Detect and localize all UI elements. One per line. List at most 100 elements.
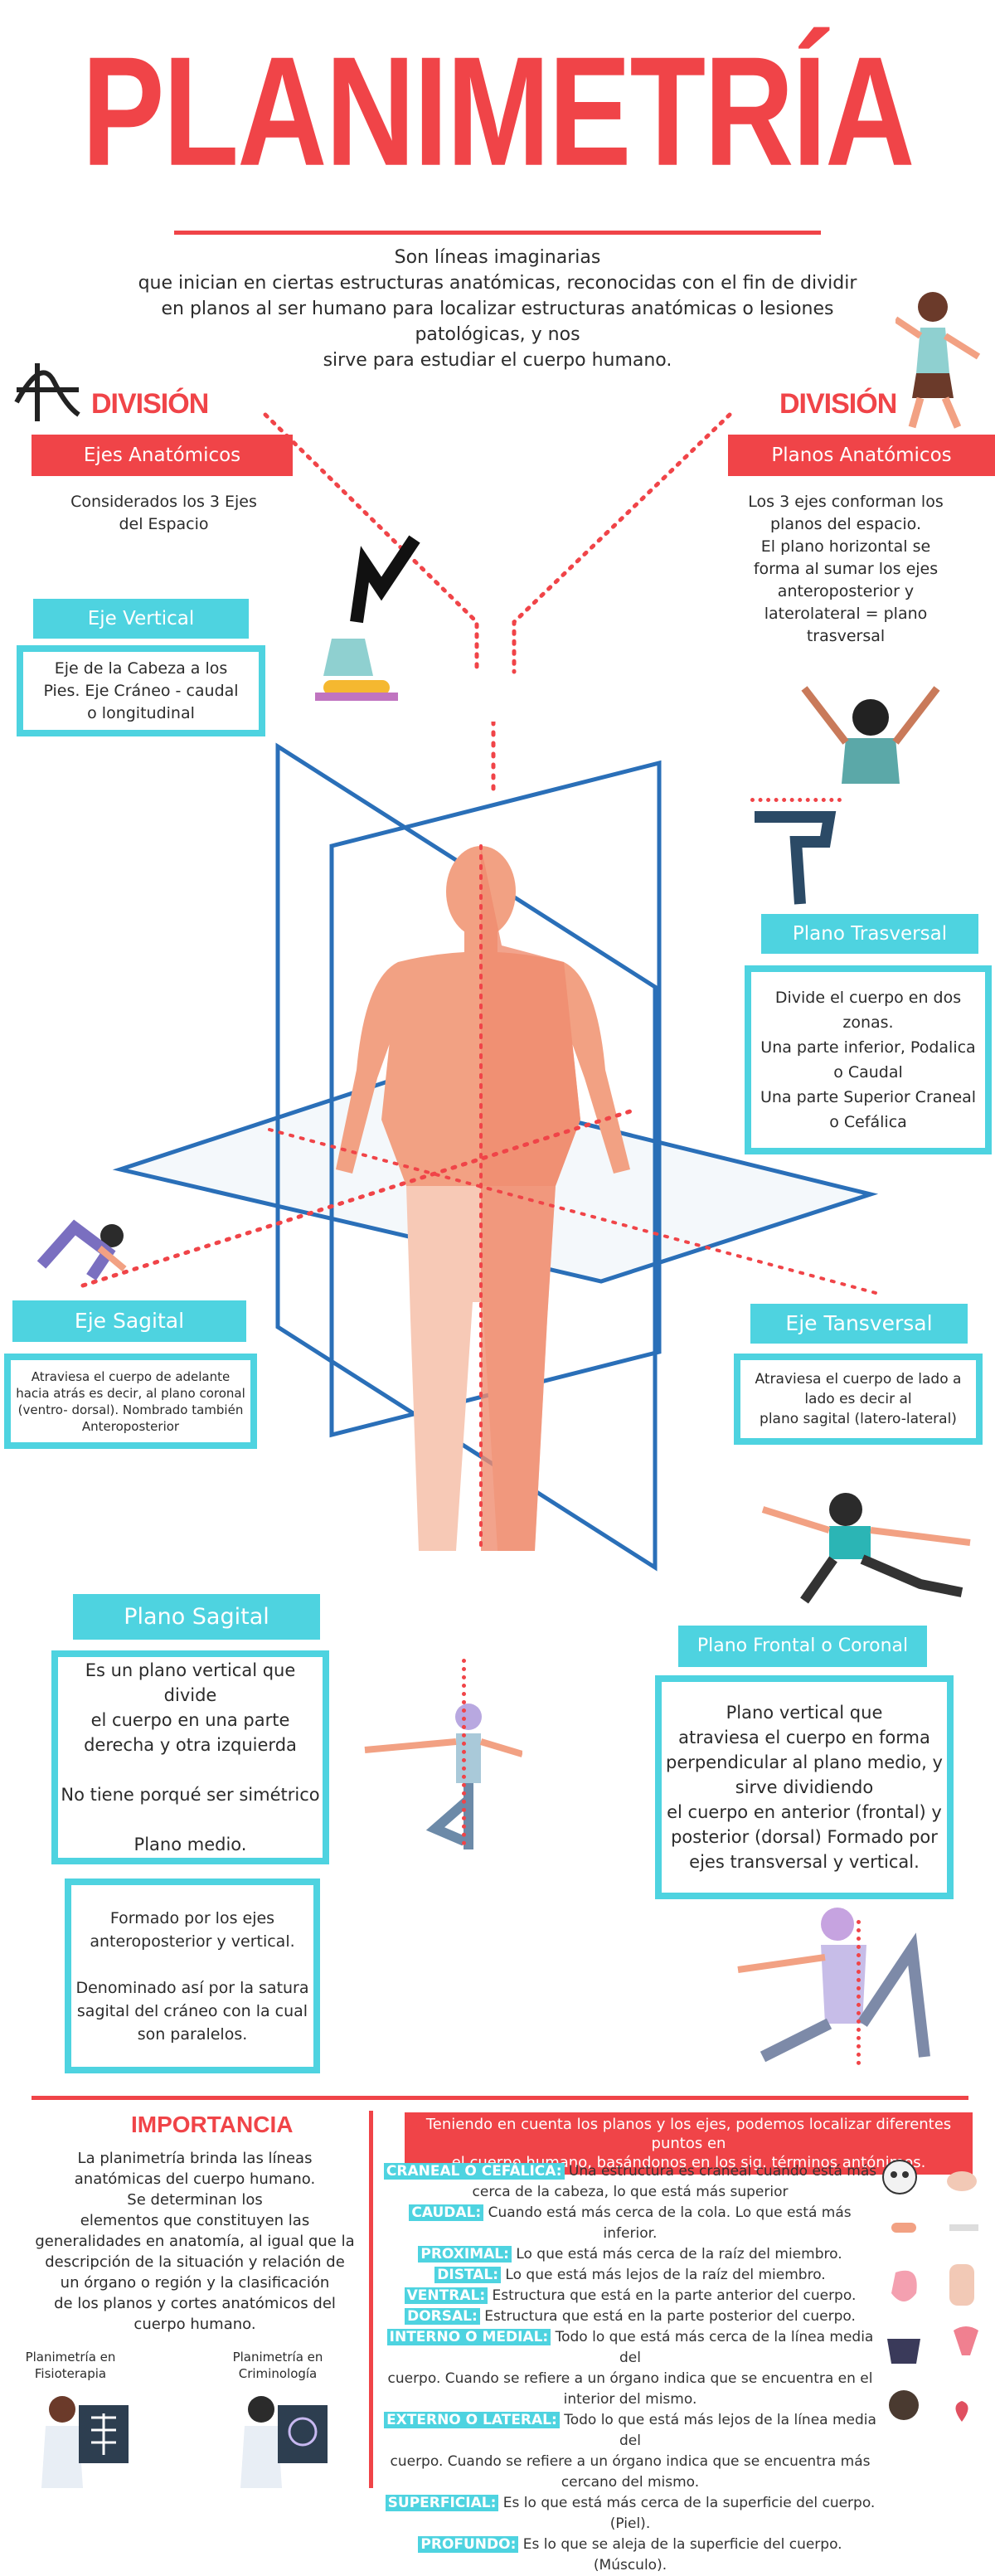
term-label: PROFUNDO: <box>418 2536 519 2553</box>
woman-arms-up-illustration <box>801 686 940 784</box>
frontal-plane <box>275 742 658 1572</box>
plano-sagital-line: el cuerpo en una parte <box>90 1710 290 1730</box>
ejes-description-line: Considerados los 3 Ejes <box>70 493 257 511</box>
term-proximal: PROXIMAL: Lo que está más cerca de la ra… <box>381 2244 879 2265</box>
term-text: Estructura que está en la parte anterior… <box>488 2287 857 2304</box>
arm-icon <box>891 2223 916 2233</box>
eje-vertical-line: Eje de la Cabeza a los <box>54 659 228 678</box>
acrobat-illustration <box>315 535 420 701</box>
torso-icon <box>887 2339 920 2364</box>
woman-stretch-seated-illustration <box>737 1908 930 2063</box>
term-text: Es lo que está más cerca de la superfici… <box>498 2495 876 2532</box>
woman-balance-illustration <box>364 1704 522 1849</box>
term-caudal: CAUDAL: Cuando está más cerca de la cola… <box>381 2203 879 2244</box>
plano-frontal-line: perpendicular al plano medio, y <box>666 1752 943 1772</box>
spacer <box>75 1953 308 1976</box>
stomach-icon <box>891 2270 917 2301</box>
woman-stretching-illustration <box>36 1219 127 1281</box>
plano-sagital-line: Plano medio. <box>133 1835 247 1854</box>
eje-transversal-line: Atraviesa el cuerpo de lado a <box>755 1371 962 1388</box>
curve-icon <box>14 363 80 421</box>
plano-trasversal-line: zonas. <box>842 1013 894 1032</box>
intro-line: sirve para estudiar el cuerpo humano. <box>323 350 672 371</box>
plano-trasversal-line: Divide el cuerpo en dos <box>774 989 962 1007</box>
plano-frontal-line: Plano vertical que <box>726 1703 883 1723</box>
eje-sagital-line: Anteroposterior <box>81 1418 180 1434</box>
importancia-line: generalidades en anatomía, al igual que … <box>35 2233 355 2250</box>
feet-icon <box>947 2171 977 2191</box>
term-craneal: CRANEAL O CEFÁLICA: Una estructura es cr… <box>381 2161 879 2203</box>
term-dorsal: DORSAL: Estructura que está en la parte … <box>381 2306 879 2327</box>
term-text: cuerpo. Cuando se refiere a un órgano in… <box>390 2453 871 2491</box>
plano-sagital-box-1: Es un plano vertical que divide el cuerp… <box>51 1650 329 1864</box>
importancia-line: anatómicas del cuerpo humano. <box>74 2170 316 2188</box>
importancia-line: La planimetría brinda las líneas <box>77 2150 313 2167</box>
plano-trasversal-line: o Cefálica <box>829 1113 907 1131</box>
eje-transversal-line: plano sagital (latero-lateral) <box>760 1411 957 1427</box>
eje-transversal-box: Atraviesa el cuerpo de lado a lado es de… <box>734 1354 983 1445</box>
planos-description-line: laterolateral = plano <box>764 605 928 623</box>
plano-sagital-line: Denominado así por la satura <box>75 1978 309 1997</box>
terms-intro-line: el cuerpo humano, basándonos en los sig.… <box>451 2154 926 2171</box>
ejes-description: Considerados los 3 Ejes del Espacio <box>33 491 294 536</box>
plano-frontal-line: el cuerpo en anterior (frontal) y <box>667 1802 942 1822</box>
plano-frontal-line: ejes transversal y vertical. <box>689 1852 920 1872</box>
term-text: Todo lo que está más cerca de la línea m… <box>551 2329 874 2366</box>
importancia-line: un órgano o región y la clasificación <box>60 2274 330 2292</box>
terms-list: CRANEAL O CEFÁLICA: Una estructura es cr… <box>381 2161 879 2576</box>
face-mask-icon <box>889 2390 919 2420</box>
planos-description-line: anteroposterior y <box>777 582 915 600</box>
planos-description-line: Los 3 ejes conforman los <box>748 493 944 511</box>
connector-lines <box>263 412 732 674</box>
plano-sagital-line: son paralelos. <box>137 2024 248 2044</box>
title-underline <box>174 231 821 235</box>
term-label: DISTAL: <box>434 2267 502 2283</box>
plano-sagital-line: No tiene porqué ser simétrico <box>61 1785 320 1805</box>
importancia-divider <box>369 2111 373 2488</box>
term-label: SUPERFICIAL: <box>385 2495 499 2511</box>
eje-transversal-label: Eje Tansversal <box>750 1304 968 1344</box>
term-text: Lo que está más lejos de la raíz del mie… <box>501 2267 826 2283</box>
criminologia-caption: Planimetría en Criminología <box>224 2349 332 2382</box>
doctor-xray-illustration <box>41 2396 129 2488</box>
intro-line: patológicas, y nos <box>415 324 580 345</box>
eje-transversal-line: lado es decir al <box>804 1391 912 1407</box>
plano-sagital-line: anteroposterior y vertical. <box>90 1932 295 1951</box>
doctor-skull-xray-illustration <box>240 2396 328 2488</box>
anatomical-planes-figure <box>80 722 881 1572</box>
plano-frontal-line: atraviesa el cuerpo en forma <box>678 1728 930 1747</box>
planos-description-line: El plano horizontal se <box>760 537 931 556</box>
importancia-line: descripción de la situación y relación d… <box>45 2253 345 2271</box>
bottom-divider <box>32 2096 968 2100</box>
importancia-line: de los planos y cortes anatómicos del <box>54 2295 336 2312</box>
division-left-label: DIVISIÓN <box>91 388 209 420</box>
fisioterapia-caption: Planimetría en Fisioterapia <box>17 2349 124 2382</box>
uterus-icon <box>954 2326 978 2355</box>
eje-sagital-line: Atraviesa el cuerpo de adelante <box>31 1368 231 1384</box>
term-distal: DISTAL: Lo que está más lejos de la raíz… <box>381 2265 879 2286</box>
plano-sagital-label: Plano Sagital <box>73 1594 320 1640</box>
sagital-dots <box>462 1659 466 1845</box>
plano-frontal-box: Plano vertical que atraviesa el cuerpo e… <box>655 1675 954 1899</box>
planos-description-line: forma al sumar los ejes <box>753 560 939 578</box>
trasversal-dots <box>750 798 842 802</box>
term-text: cuerpo. Cuando se refiere a un órgano in… <box>387 2370 873 2408</box>
term-label: CAUDAL: <box>409 2204 484 2221</box>
plano-sagital-line: Es un plano vertical que divide <box>85 1660 296 1705</box>
woman-lunge-illustration <box>761 1493 971 1604</box>
intro-line: que inician en ciertas estructuras anató… <box>138 273 857 294</box>
planos-description-line: planos del espacio. <box>769 515 921 533</box>
term-label: PROXIMAL: <box>418 2246 512 2263</box>
plano-trasversal-line: Una parte inferior, Podalica <box>760 1038 976 1057</box>
plano-sagital-line: sagital del cráneo con la cual <box>76 2001 308 2020</box>
planos-anatomicos-header: Planos Anatómicos <box>728 435 995 476</box>
frontal-dots <box>857 1920 861 2065</box>
term-label: INTERNO O MEDIAL: <box>386 2329 551 2345</box>
eje-sagital-box: Atraviesa el cuerpo de adelante hacia at… <box>4 1354 257 1449</box>
division-right-label: DIVISIÓN <box>779 388 897 420</box>
importancia-line: elementos que constituyen las <box>80 2212 310 2229</box>
caption-line: Criminología <box>238 2366 318 2381</box>
term-text: Todo lo que está más lejos de la línea m… <box>559 2412 876 2449</box>
sagittal-plane <box>329 760 662 1438</box>
yoga-legs-illustration <box>755 811 837 905</box>
